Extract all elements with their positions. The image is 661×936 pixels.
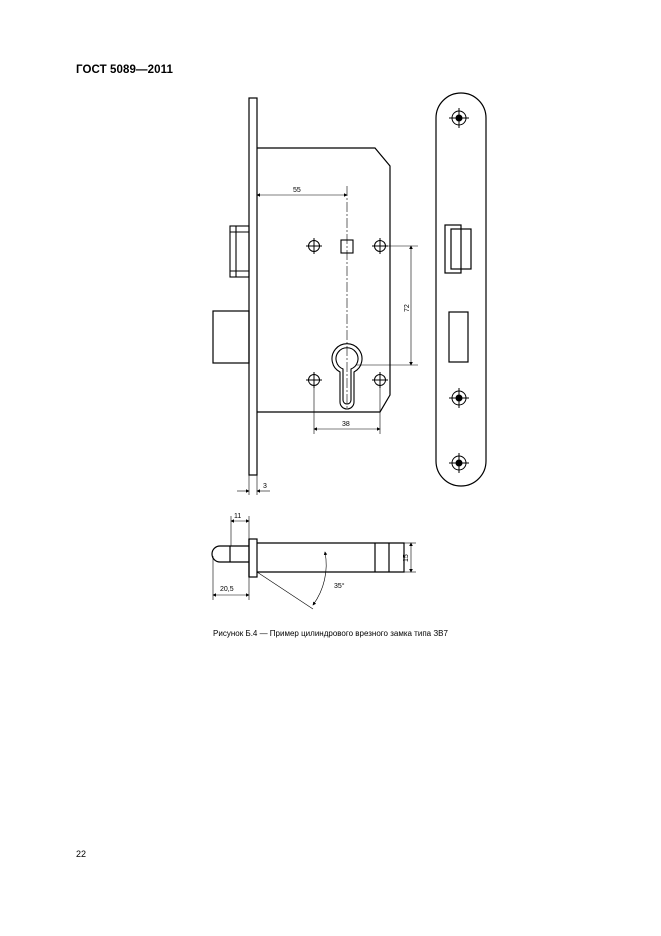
- dimension-angle-label: 35°: [334, 582, 345, 590]
- dimension-38: [313, 386, 381, 434]
- section-view: [211, 538, 405, 578]
- page-number: 22: [76, 849, 87, 859]
- dimension-72: [356, 245, 418, 366]
- strike-screw-3: [449, 453, 469, 473]
- dimension-15: [404, 542, 416, 573]
- cylinder-cutout: [331, 343, 363, 410]
- latch-bolt: [229, 225, 250, 278]
- dimension-20-5-label: 20,5: [220, 586, 234, 593]
- dimension-11-label: 11: [234, 513, 241, 520]
- dimension-11: [230, 516, 250, 546]
- mounting-hole-bottom-left: [306, 372, 322, 388]
- mounting-hole-bottom-right: [372, 372, 388, 388]
- dimension-15-label: 15: [403, 554, 410, 562]
- mounting-hole-top-right: [372, 238, 388, 254]
- dimension-3-label: 3: [263, 483, 267, 490]
- strike-plate: [435, 92, 487, 487]
- dimension-20-5: [212, 556, 250, 600]
- strike-screw-1: [449, 108, 469, 128]
- dimension-3: [237, 475, 270, 495]
- dimension-55-label: 55: [293, 187, 301, 194]
- lock-faceplate: [248, 97, 258, 476]
- dimension-angle: [256, 551, 345, 610]
- spindle-hole: [340, 239, 354, 254]
- dead-bolt: [212, 310, 250, 364]
- strike-screw-2: [449, 388, 469, 408]
- figure-caption: Рисунок Б.4 — Пример цилиндрового врезно…: [213, 629, 448, 638]
- dimension-38-label: 38: [342, 421, 350, 428]
- mounting-hole-top-left: [306, 238, 322, 254]
- lock-body: [257, 147, 391, 413]
- document-header: ГОСТ 5089—2011: [76, 64, 173, 76]
- dimension-72-label: 72: [404, 304, 411, 312]
